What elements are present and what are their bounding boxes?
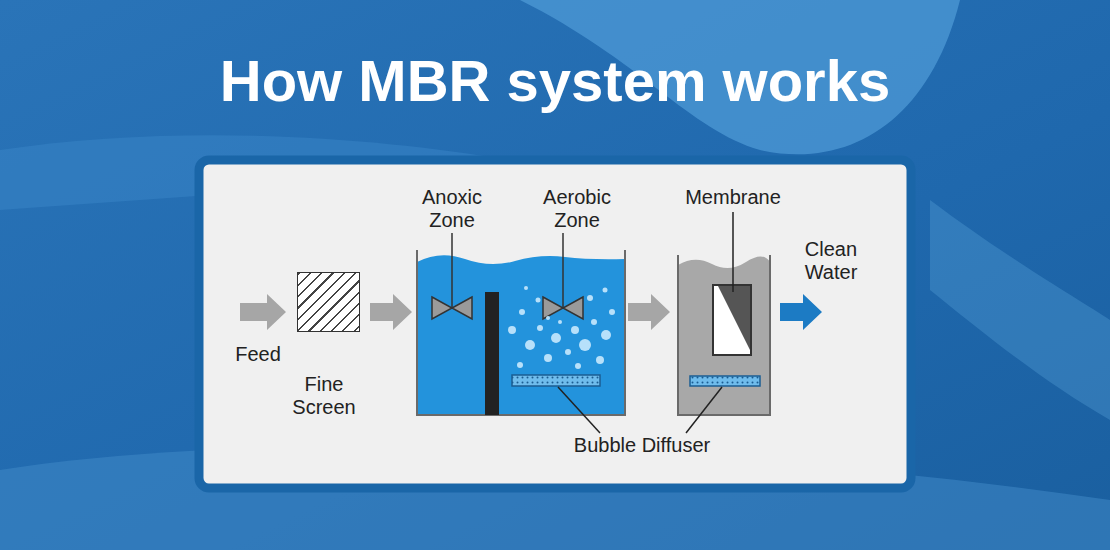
- mixer-symbol: [543, 297, 583, 319]
- mixer-shaft: [562, 233, 564, 308]
- mixer-symbol: [432, 297, 472, 319]
- diagram-title: How MBR system works: [0, 50, 1110, 112]
- outlet-label: Clean Water: [791, 238, 871, 284]
- feed-arrow: [240, 294, 286, 330]
- node-text-group: Aerobic Zone: [522, 186, 632, 232]
- flow-arrow: [628, 294, 670, 330]
- tank-wall: [678, 255, 770, 415]
- node-label: Fine Screen: [279, 373, 369, 419]
- membrane-tank-liquid: [678, 257, 770, 416]
- aerobic-zone: Aerobic Zone: [500, 262, 623, 414]
- node-text-group: Membrane: [678, 186, 788, 209]
- leader-line: [732, 212, 734, 292]
- node-text-group: Anoxic Zone: [402, 186, 502, 232]
- membrane-shade: [718, 286, 750, 350]
- flow-arrow: [370, 294, 412, 330]
- leader-line: [686, 387, 722, 433]
- inlet-label: Feed: [208, 343, 308, 366]
- node-label: Aerobic Zone: [522, 186, 632, 232]
- bubble-diffuser: [690, 376, 760, 386]
- node-text-group: Fine Screen: [279, 373, 369, 419]
- fine-screen: Fine Screen: [297, 272, 360, 332]
- tank-edge: [930, 200, 1110, 420]
- part-label: Bubble Diffuser: [542, 434, 742, 457]
- mixer-shaft: [451, 233, 453, 308]
- node-label: Membrane: [678, 186, 788, 209]
- anoxic-zone: Anoxic Zone: [419, 262, 485, 414]
- outlet-arrow: [780, 294, 822, 330]
- leader-line: [558, 387, 600, 433]
- bubble-diffuser: [512, 375, 600, 386]
- tank-divider: [485, 292, 499, 415]
- diagram-panel: [199, 160, 911, 488]
- node-label: Anoxic Zone: [402, 186, 502, 232]
- membrane-module: [713, 285, 751, 355]
- tank-water: [417, 255, 625, 415]
- tank-wall: [417, 250, 625, 415]
- membrane-tank: Membrane: [678, 262, 770, 414]
- air-bubbles: [508, 286, 615, 369]
